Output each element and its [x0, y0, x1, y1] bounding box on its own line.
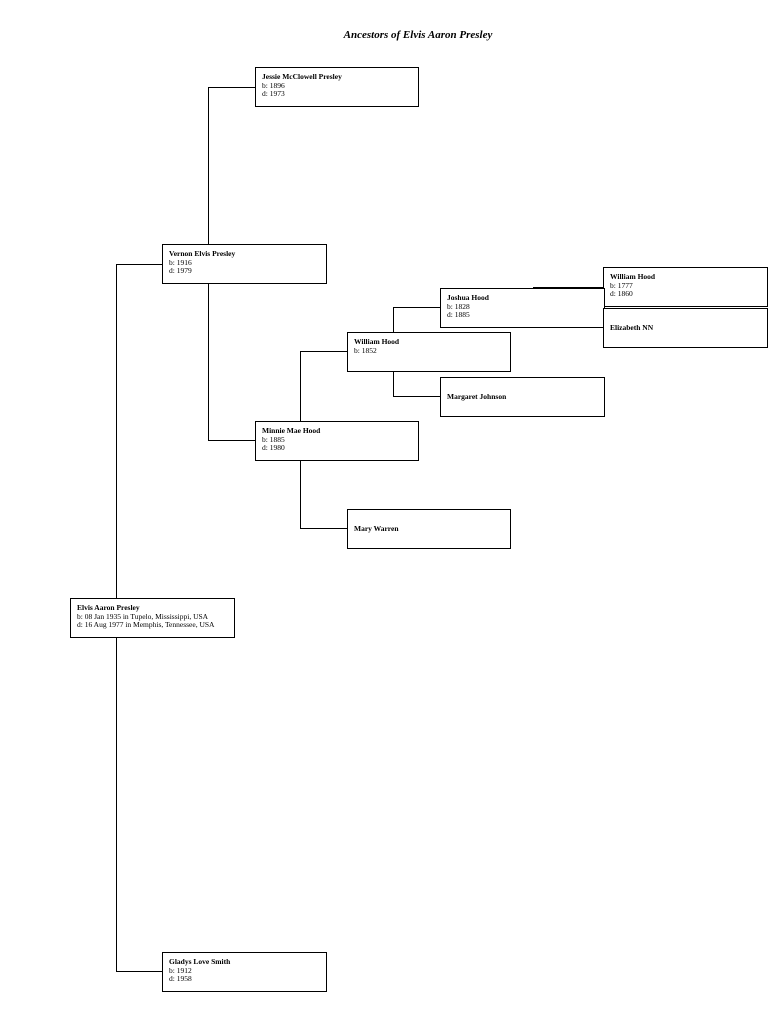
- person-box-jessie-mcclowell-presley[interactable]: Jessie McClowell Presley b: 1896 d: 1973: [255, 67, 419, 107]
- person-name: Elvis Aaron Presley: [77, 603, 140, 612]
- person-name: William Hood: [610, 272, 656, 281]
- person-box-gladys-love-smith[interactable]: Gladys Love Smith b: 1912 d: 1958: [162, 952, 327, 992]
- person-name: William Hood: [354, 337, 400, 346]
- connector-line: [300, 351, 348, 352]
- connector-line: [300, 351, 301, 421]
- person-name: Joshua Hood: [447, 293, 489, 302]
- connector-line: [393, 396, 440, 397]
- person-death: d: 1979: [169, 266, 192, 276]
- connector-line: [393, 372, 394, 397]
- person-death: d: 1980: [262, 443, 285, 453]
- person-death: d: 16 Aug 1977 in Memphis, Tennessee, US…: [77, 620, 215, 630]
- person-name: Vernon Elvis Presley: [169, 249, 236, 258]
- person-birth: b: 1777: [610, 280, 633, 290]
- person-box-william-hood-1852[interactable]: William Hood b: 1852: [347, 332, 511, 372]
- person-box-mary-warren[interactable]: Mary Warren: [347, 509, 511, 549]
- connector-line: [533, 287, 604, 288]
- person-box-william-hood-1777[interactable]: William Hood b: 1777 d: 1860: [603, 267, 768, 307]
- person-death: d: 1860: [610, 289, 633, 299]
- connector-line: [116, 264, 117, 599]
- person-birth: b: 1912: [169, 965, 192, 975]
- connector-line: [300, 460, 301, 529]
- person-death: d: 1885: [447, 310, 470, 320]
- connector-line: [208, 87, 256, 88]
- connector-line: [116, 264, 162, 265]
- person-box-elizabeth-nn[interactable]: Elizabeth NN: [603, 308, 768, 348]
- connector-line: [116, 638, 117, 972]
- person-name: Minnie Mae Hood: [262, 426, 321, 435]
- connector-line: [208, 87, 209, 244]
- person-birth: b: 1852: [354, 345, 377, 355]
- person-box-elvis-aaron-presley[interactable]: Elvis Aaron Presley b: 08 Jan 1935 in Tu…: [70, 598, 235, 638]
- person-death: d: 1958: [169, 974, 192, 984]
- person-box-margaret-johnson[interactable]: Margaret Johnson: [440, 377, 605, 417]
- connector-line: [393, 307, 440, 308]
- person-name: Jessie McClowell Presley: [262, 72, 342, 81]
- person-death: d: 1973: [262, 89, 285, 99]
- person-birth: b: 1896: [262, 80, 285, 90]
- person-birth: b: 1828: [447, 301, 470, 311]
- connector-line: [300, 528, 348, 529]
- person-box-joshua-hood[interactable]: Joshua Hood b: 1828 d: 1885: [440, 288, 605, 328]
- connector-line: [116, 971, 162, 972]
- person-birth: b: 1885: [262, 434, 285, 444]
- person-box-vernon-elvis-presley[interactable]: Vernon Elvis Presley b: 1916 d: 1979: [162, 244, 327, 284]
- person-birth: b: 08 Jan 1935 in Tupelo, Mississippi, U…: [77, 611, 209, 621]
- person-name: Gladys Love Smith: [169, 957, 231, 966]
- connector-line: [208, 440, 256, 441]
- person-box-minnie-mae-hood[interactable]: Minnie Mae Hood b: 1885 d: 1980: [255, 421, 419, 461]
- person-name: Margaret Johnson: [447, 391, 507, 401]
- connector-line: [208, 283, 209, 441]
- person-name: Elizabeth NN: [610, 322, 654, 332]
- person-name: Mary Warren: [354, 523, 399, 533]
- person-birth: b: 1916: [169, 257, 192, 267]
- chart-title: Ancestors of Elvis Aaron Presley: [343, 29, 493, 41]
- connector-line: [393, 307, 394, 333]
